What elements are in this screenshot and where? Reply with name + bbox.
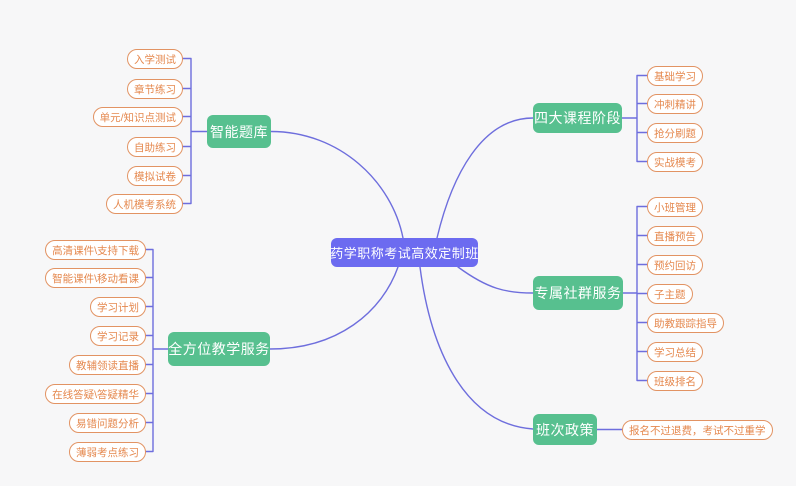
leaf-node[interactable]: 班级排名 (647, 371, 703, 391)
branch-course-stages[interactable]: 四大课程阶段 (533, 103, 622, 133)
leaf-node[interactable]: 薄弱考点练习 (69, 442, 146, 462)
edge-elbow-teaching-services (145, 248, 169, 453)
edge-elbow-course-stages (621, 74, 648, 163)
leaf-node[interactable]: 直播预告 (647, 226, 703, 246)
edge-elbow-smart-question-bank (182, 57, 208, 205)
branch-community-services[interactable]: 专属社群服务 (533, 276, 623, 310)
leaf-node[interactable]: 单元/知识点测试 (92, 107, 183, 127)
leaf-node[interactable]: 预约回访 (647, 255, 703, 275)
leaf-node[interactable]: 章节练习 (127, 79, 183, 99)
leaf-node[interactable]: 教辅领读直播 (69, 355, 146, 375)
leaf-node[interactable]: 小班管理 (647, 197, 703, 217)
leaf-node[interactable]: 冲刺精讲 (647, 94, 703, 114)
leaf-node[interactable]: 在线答疑\答疑精华 (45, 384, 146, 404)
leaf-node[interactable]: 高清课件\支持下载 (45, 240, 146, 260)
leaf-node[interactable]: 报名不过退费，考试不过重学 (622, 420, 773, 440)
leaf-node[interactable]: 入学测试 (127, 49, 183, 69)
edge-root-course-stages (436, 117, 534, 239)
leaf-node[interactable]: 子主题 (647, 284, 693, 304)
leaf-node[interactable]: 人机模考系统 (106, 194, 183, 214)
edge-elbow-community-services (622, 205, 648, 382)
leaf-node[interactable]: 模拟试卷 (127, 166, 183, 186)
branch-smart-question-bank[interactable]: 智能题库 (207, 115, 271, 148)
leaf-node[interactable]: 抢分刷题 (647, 123, 703, 143)
leaf-node[interactable]: 助教跟踪指导 (647, 313, 724, 333)
edge-root-smart-question-bank (270, 130, 404, 239)
edge-root-community-services (457, 266, 534, 294)
root-topic[interactable]: 药学职称考试高效定制班 (330, 238, 478, 267)
branch-teaching-services[interactable]: 全方位教学服务 (168, 332, 270, 366)
leaf-node[interactable]: 基础学习 (647, 66, 703, 86)
leaf-node[interactable]: 学习总结 (647, 342, 703, 362)
leaf-node[interactable]: 学习记录 (90, 326, 146, 346)
edge-root-teaching-services (269, 266, 399, 350)
leaf-node[interactable]: 实战模考 (647, 152, 703, 172)
leaf-node[interactable]: 学习计划 (90, 297, 146, 317)
leaf-node[interactable]: 易错问题分析 (69, 413, 146, 433)
edge-root-class-policy (419, 266, 534, 430)
leaf-node[interactable]: 智能课件\移动看课 (45, 268, 146, 288)
branch-class-policy[interactable]: 班次政策 (533, 414, 597, 445)
leaf-node[interactable]: 自助练习 (127, 137, 183, 157)
